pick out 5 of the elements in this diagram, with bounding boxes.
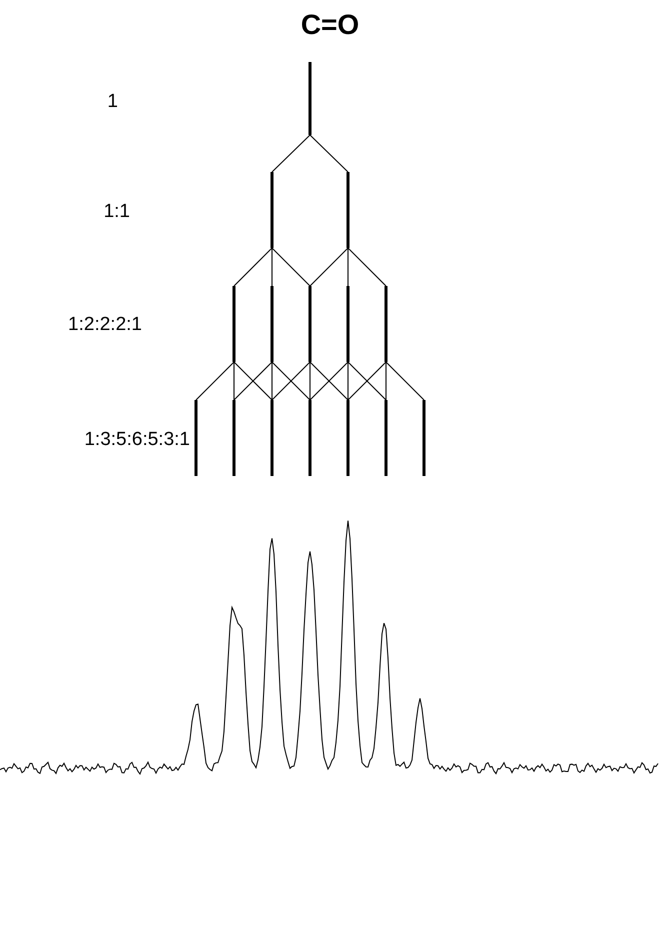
intensity-ratio: 1:2:2:2:1 — [68, 314, 142, 336]
intensity-ratio: 1:1 — [104, 201, 130, 223]
intensity-ratio: 1 — [107, 91, 118, 113]
intensity-ratio: 1:3:5:6:5:3:1 — [84, 429, 190, 451]
title: C=O — [300, 8, 360, 42]
